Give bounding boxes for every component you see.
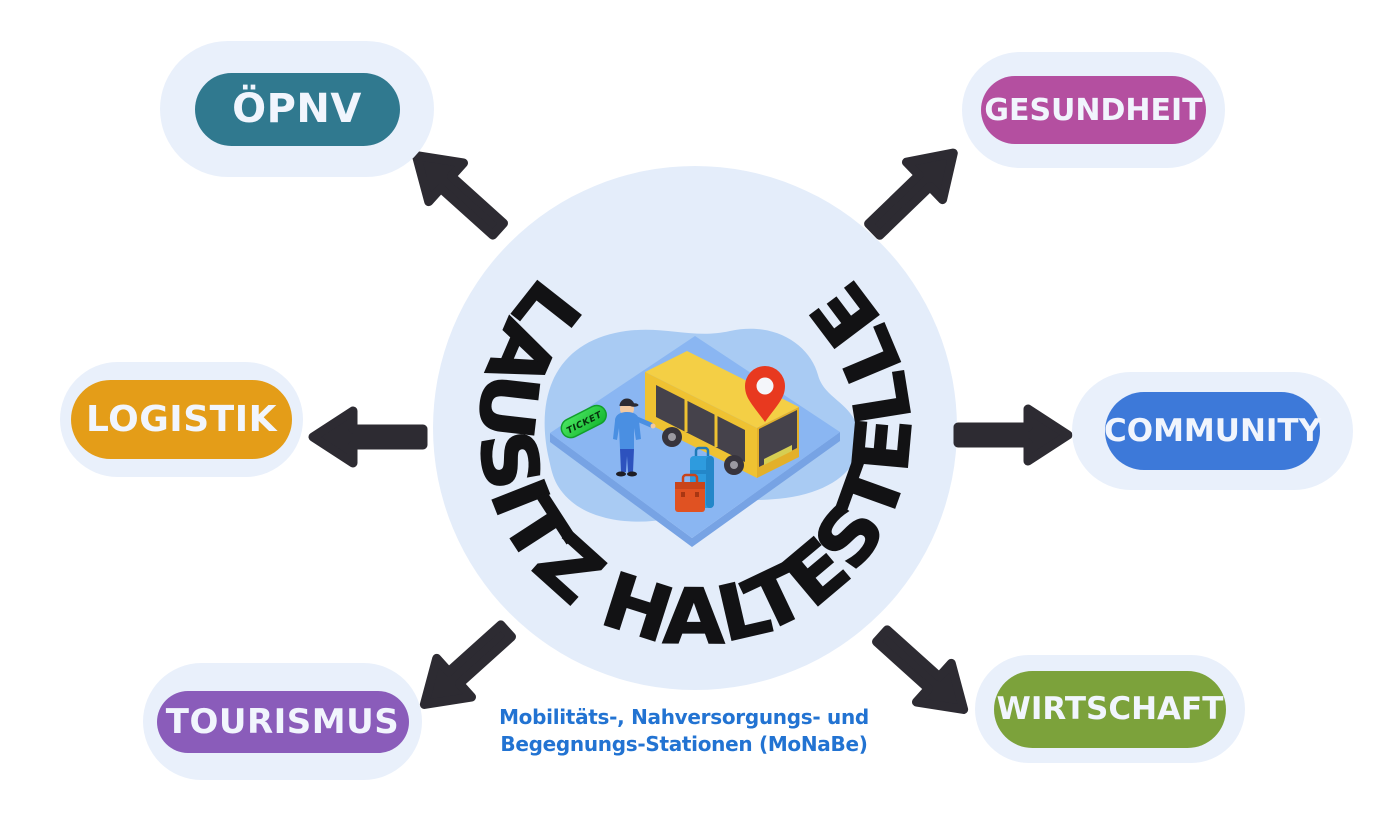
community-pill: COMMUNITY xyxy=(1103,392,1322,470)
logistik-pill: LOGISTIK xyxy=(71,380,292,459)
arrow-to-gesundheit xyxy=(856,134,971,248)
node-logistik: LOGISTIK xyxy=(60,362,303,477)
community-label: COMMUNITY xyxy=(1103,413,1322,449)
arrow-to-logistik xyxy=(313,411,423,463)
caption-line-2: Begegnungs-Stationen (MoNaBe) xyxy=(500,732,868,756)
node-gesundheit: GESUNDHEIT xyxy=(962,52,1225,168)
tourismus-label: TOURISMUS xyxy=(165,701,400,742)
gesundheit-label: GESUNDHEIT xyxy=(984,92,1203,128)
node-wirtschaft: WIRTSCHAFT xyxy=(975,655,1245,763)
oepnv-label: ÖPNV xyxy=(232,86,362,132)
caption: Mobilitäts-, Nahversorgungs- und Begegnu… xyxy=(434,704,934,758)
logistik-label: LOGISTIK xyxy=(86,399,277,440)
wirtschaft-pill: WIRTSCHAFT xyxy=(994,670,1226,748)
node-tourismus: TOURISMUS xyxy=(143,663,422,780)
caption-line-1: Mobilitäts-, Nahversorgungs- und xyxy=(499,705,869,729)
location-pin-icon xyxy=(745,366,785,422)
node-community: COMMUNITY xyxy=(1072,372,1353,490)
bus-driver-icon xyxy=(613,398,656,477)
wirtschaft-label: WIRTSCHAFT xyxy=(996,691,1224,727)
tourismus-pill: TOURISMUS xyxy=(156,690,409,753)
oepnv-pill: ÖPNV xyxy=(194,72,400,146)
node-oepnv: ÖPNV xyxy=(160,41,434,177)
luggage-icon xyxy=(675,446,714,512)
arrow-to-community xyxy=(958,409,1068,461)
gesundheit-pill: GESUNDHEIT xyxy=(981,76,1206,144)
